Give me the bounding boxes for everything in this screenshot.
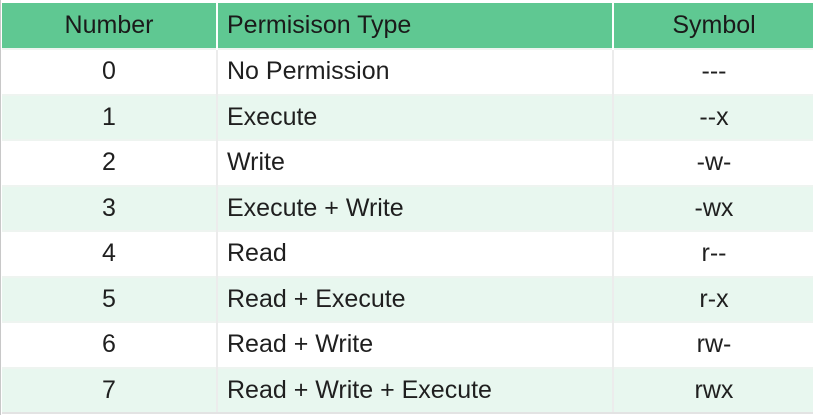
table-row: 4 Read r--	[2, 230, 813, 277]
cell-number: 2	[2, 139, 218, 186]
cell-symbol: --x	[613, 93, 813, 140]
permissions-table: Number Permisison Type Symbol 0 No Permi…	[2, 3, 813, 414]
cell-number: 1	[2, 93, 218, 140]
cell-permission-type: Execute + Write	[217, 184, 614, 231]
cell-permission-type: Read + Write	[217, 321, 614, 368]
cell-permission-type: Execute	[217, 93, 614, 140]
table-row: 7 Read + Write + Execute rwx	[2, 366, 813, 414]
table-row: 3 Execute + Write -wx	[2, 184, 813, 231]
table-row: 6 Read + Write rw-	[2, 321, 813, 368]
table-row: 0 No Permission ---	[2, 48, 813, 95]
table-row: 1 Execute --x	[2, 93, 813, 140]
table-row: 5 Read + Execute r-x	[2, 275, 813, 322]
cell-number: 0	[2, 48, 218, 95]
cell-permission-type: Write	[217, 139, 614, 186]
cell-symbol: rwx	[613, 366, 813, 414]
table-header: Number Permisison Type Symbol	[2, 3, 813, 49]
cell-number: 5	[2, 275, 218, 322]
cell-symbol: -wx	[613, 184, 813, 231]
cell-number: 7	[2, 366, 218, 414]
cell-permission-type: Read + Write + Execute	[217, 366, 614, 414]
cell-symbol: -w-	[613, 139, 813, 186]
header-symbol: Symbol	[672, 11, 756, 39]
cell-number: 6	[2, 321, 218, 368]
cell-symbol: rw-	[613, 321, 813, 368]
cell-permission-type: Read	[217, 230, 614, 277]
cell-symbol: ---	[613, 48, 813, 95]
cell-permission-type: Read + Execute	[217, 275, 614, 322]
cell-number: 3	[2, 184, 218, 231]
cell-number: 4	[2, 230, 218, 277]
cell-symbol: r--	[613, 230, 813, 277]
header-number: Number	[2, 3, 218, 49]
header-permission-type: Permisison Type	[217, 3, 614, 49]
table-body: 0 No Permission --- 1 Execute --x 2 Writ…	[2, 48, 813, 414]
cell-permission-type: No Permission	[217, 48, 614, 95]
cell-symbol: r-x	[613, 275, 813, 322]
table-row: 2 Write -w-	[2, 139, 813, 186]
header-row: Number Permisison Type Symbol	[2, 3, 813, 49]
